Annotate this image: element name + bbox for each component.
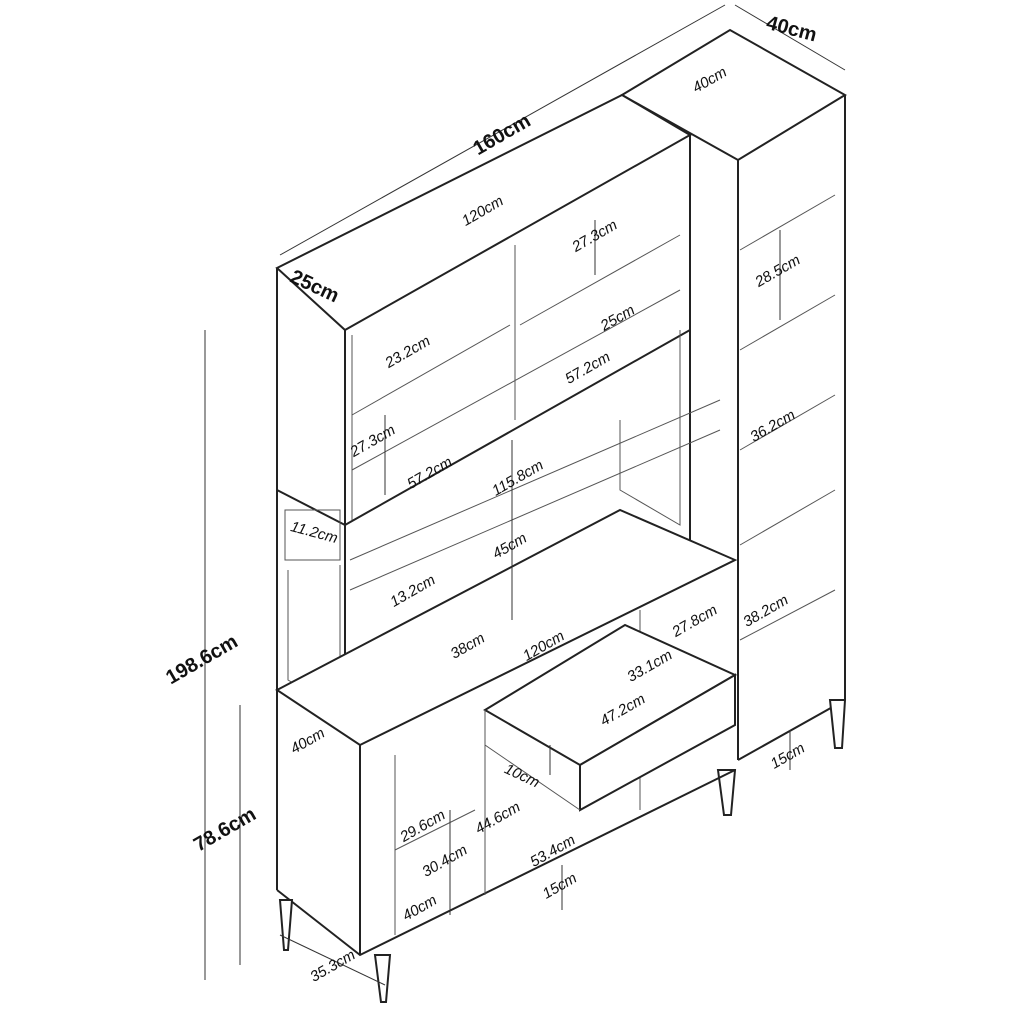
label-overall-height: 198.6cm	[162, 631, 241, 690]
label-tower-shelf-3: 38.2cm	[740, 591, 791, 630]
desk	[275, 399, 738, 1003]
label-shelf-depth: 29.6cm	[396, 806, 448, 846]
label-base-leg: 15cm	[540, 870, 580, 903]
label-tower-leg: 15cm	[768, 740, 808, 773]
label-side-gap: 11.2cm	[289, 518, 340, 547]
label-upper-inner-width: 115.8cm	[489, 457, 546, 500]
label-hutch-rail: 13.2cm	[387, 571, 438, 610]
upper-hutch	[275, 93, 693, 722]
label-hutch-height: 45cm	[490, 530, 530, 563]
drawer	[483, 623, 738, 812]
right-tower	[620, 28, 847, 816]
label-upper-right-width: 57.2cm	[562, 348, 613, 387]
label-drawer-height: 10cm	[502, 760, 542, 791]
label-base-depth: 40cm	[288, 725, 328, 758]
label-tower-shelf-1: 28.5cm	[751, 251, 803, 291]
label-lower-shelf: 30.4cm	[419, 841, 470, 880]
label-upper-shelf-left-height: 23.2cm	[381, 332, 433, 372]
label-center-opening: 44.6cm	[472, 798, 523, 837]
label-base-side-width: 35.3cm	[307, 946, 358, 985]
label-base-height: 78.6cm	[190, 803, 260, 856]
label-upper-shelf-right-height: 27.3cm	[568, 216, 620, 256]
label-upper-left-lower-height: 27.3cm	[346, 421, 398, 461]
label-tower-depth-top: 40cm	[764, 12, 819, 46]
label-upper-left-width: 57.2cm	[404, 453, 455, 492]
dimension-lines	[204, 4, 846, 986]
label-tower-shelf-2: 36.2cm	[747, 406, 798, 445]
label-drawer-opening: 27.8cm	[668, 601, 720, 641]
label-upper-inner-depth: 25cm	[597, 302, 638, 336]
